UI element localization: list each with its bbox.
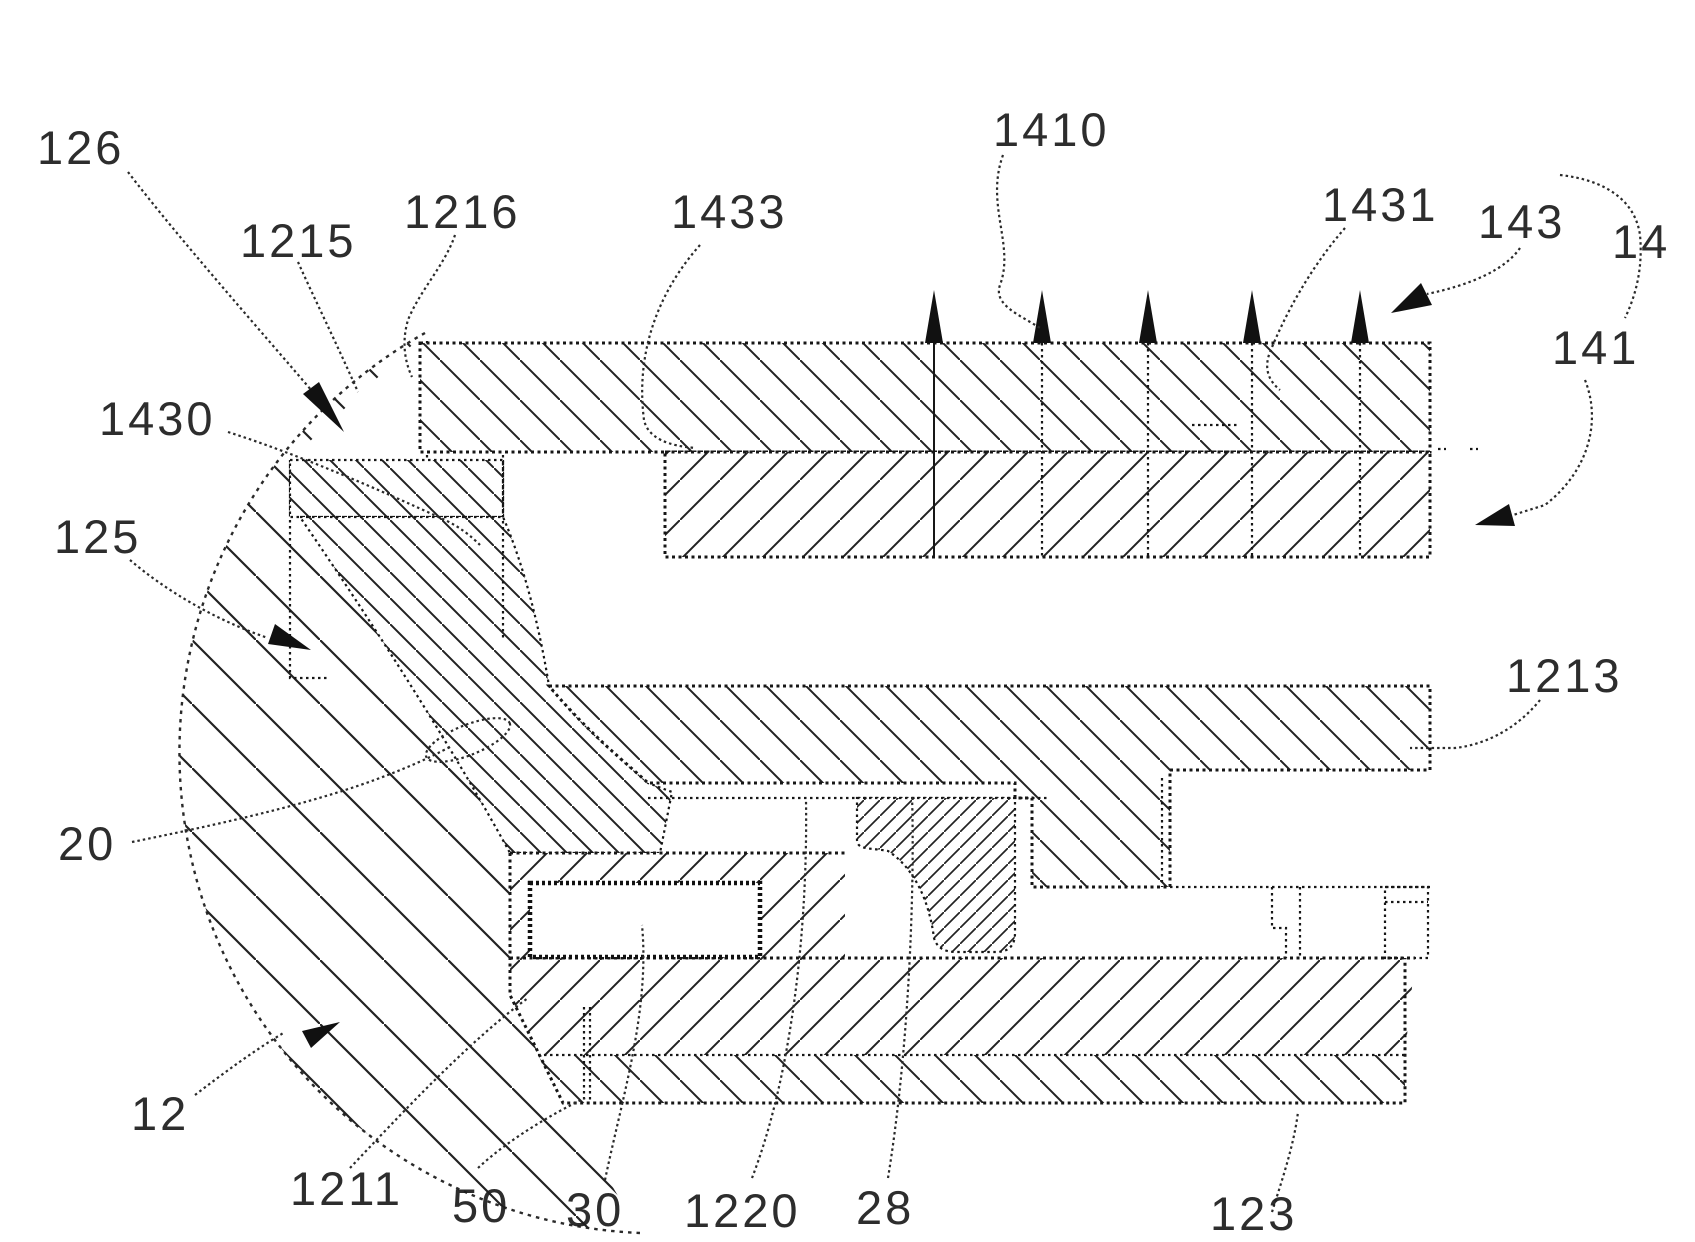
leader-126: [127, 171, 319, 399]
ref-label-1431: 1431: [1322, 178, 1439, 231]
ref-label-123: 123: [1210, 1187, 1297, 1240]
ref-label-1213: 1213: [1506, 649, 1623, 702]
leader-1220: [750, 799, 808, 1179]
ref-label-1430: 1430: [99, 392, 216, 445]
top-layer-143: [663, 450, 1432, 559]
arrowhead-143: [1391, 283, 1432, 313]
arrowhead-126: [303, 382, 344, 432]
leader-lines: [127, 154, 1642, 1213]
leader-1430: [227, 430, 481, 546]
arrowhead-141: [1475, 504, 1515, 526]
leader-1433: [641, 244, 701, 450]
ref-label-126: 126: [37, 121, 124, 174]
leader-30: [603, 924, 645, 1181]
leader-20-loop: [424, 717, 512, 763]
hook-component-28: [855, 796, 1017, 954]
leader-28: [886, 794, 914, 1179]
leader-20: [131, 745, 453, 844]
ref-label-1220: 1220: [684, 1184, 801, 1237]
leader-1431: [1266, 227, 1346, 391]
ref-label-12: 12: [131, 1087, 189, 1140]
segment-divider-lines: [933, 343, 1478, 557]
ref-label-14: 14: [1612, 215, 1670, 268]
leader-125: [129, 559, 269, 640]
leader-1215: [296, 261, 360, 393]
leader-12: [194, 1031, 286, 1096]
ref-label-1216: 1216: [404, 185, 521, 238]
reference-numerals: 126 1215 1216 1433 1410 1431 143 14 141 …: [37, 103, 1670, 1240]
leader-141: [1512, 379, 1593, 517]
arrowhead-125: [268, 624, 311, 650]
ref-label-28: 28: [856, 1181, 914, 1234]
bend-anchor-band: [288, 458, 505, 519]
emission-arrow-icons: [925, 290, 1369, 343]
leader-143: [1426, 247, 1521, 296]
leader-123: [1270, 1111, 1300, 1213]
ref-label-143: 143: [1478, 195, 1565, 248]
ref-label-30: 30: [566, 1183, 624, 1236]
ref-label-1433: 1433: [671, 185, 788, 238]
bend-neck-band: [297, 515, 674, 855]
substrate-region-hatch: [179, 333, 640, 1233]
ref-label-1410: 1410: [993, 103, 1110, 156]
ref-label-141: 141: [1552, 321, 1639, 374]
leader-1410: [995, 154, 1041, 329]
top-layer-141: [418, 341, 1432, 454]
ref-label-1211: 1211: [290, 1162, 403, 1215]
arrowhead-12: [302, 1022, 340, 1048]
leader-1213: [1410, 699, 1541, 750]
ref-label-20: 20: [58, 817, 116, 870]
ref-label-50: 50: [452, 1179, 510, 1232]
encapsulation-slab-1213: [545, 684, 1432, 889]
ref-label-1215: 1215: [240, 214, 357, 267]
ref-label-125: 125: [54, 510, 141, 563]
leader-1211: [349, 997, 529, 1169]
embedded-component-30: [527, 880, 763, 960]
gap-step-and-support: [1170, 885, 1430, 960]
